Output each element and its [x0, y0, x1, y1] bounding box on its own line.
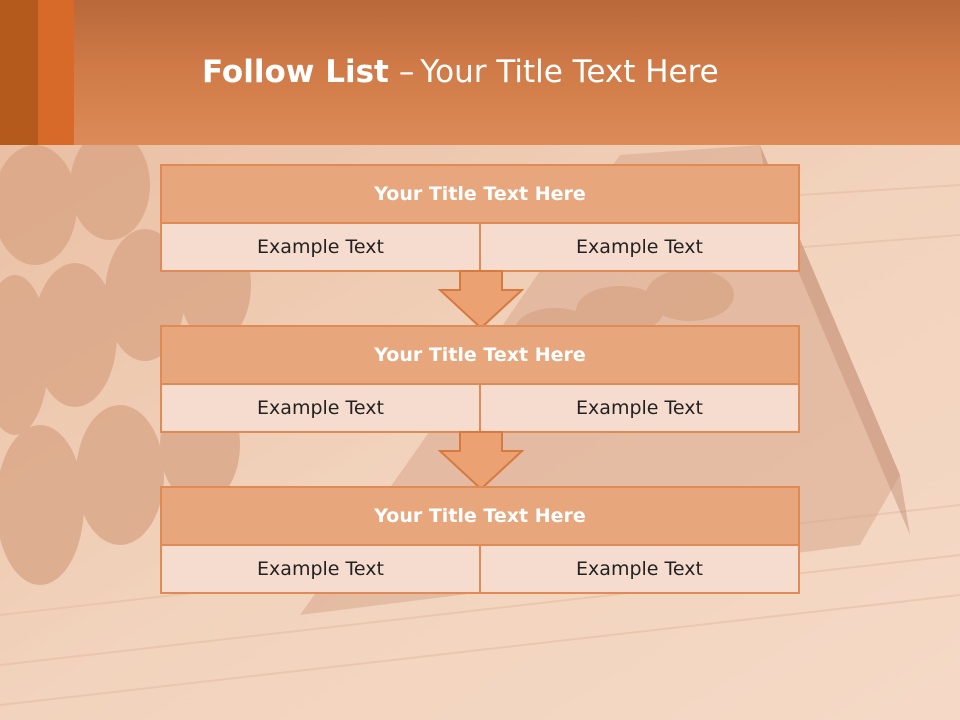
flow-block-cell-right: Example Text	[479, 224, 798, 270]
flow-block-cell-left: Example Text	[162, 546, 479, 592]
flow-block-cell-left: Example Text	[162, 385, 479, 431]
down-arrow-icon	[438, 270, 524, 330]
flow-block-2: Your Title Text Here Example Text Exampl…	[160, 325, 800, 433]
flow-block-cell-right: Example Text	[479, 385, 798, 431]
flow-block-row: Example Text Example Text	[162, 224, 798, 270]
flow-block-title: Your Title Text Here	[162, 488, 798, 546]
flow-block-1: Your Title Text Here Example Text Exampl…	[160, 164, 800, 272]
title-bar-accent	[38, 0, 74, 145]
flow-block-cell-right: Example Text	[479, 546, 798, 592]
down-arrow-icon	[438, 431, 524, 491]
slide-title-main: Follow List	[202, 54, 389, 90]
title-bar: Follow List–Your Title Text Here	[0, 0, 960, 145]
slide-title: Follow List–Your Title Text Here	[202, 54, 719, 98]
flow-block-row: Example Text Example Text	[162, 385, 798, 431]
flow-block-title: Your Title Text Here	[162, 327, 798, 385]
flow-block-row: Example Text Example Text	[162, 546, 798, 592]
flow-block-cell-left: Example Text	[162, 224, 479, 270]
slide-title-sub: Your Title Text Here	[420, 54, 719, 90]
flow-block-3: Your Title Text Here Example Text Exampl…	[160, 486, 800, 594]
title-bar-accent-dark	[0, 0, 38, 145]
slide-title-dash: –	[398, 54, 415, 90]
flow-block-title: Your Title Text Here	[162, 166, 798, 224]
